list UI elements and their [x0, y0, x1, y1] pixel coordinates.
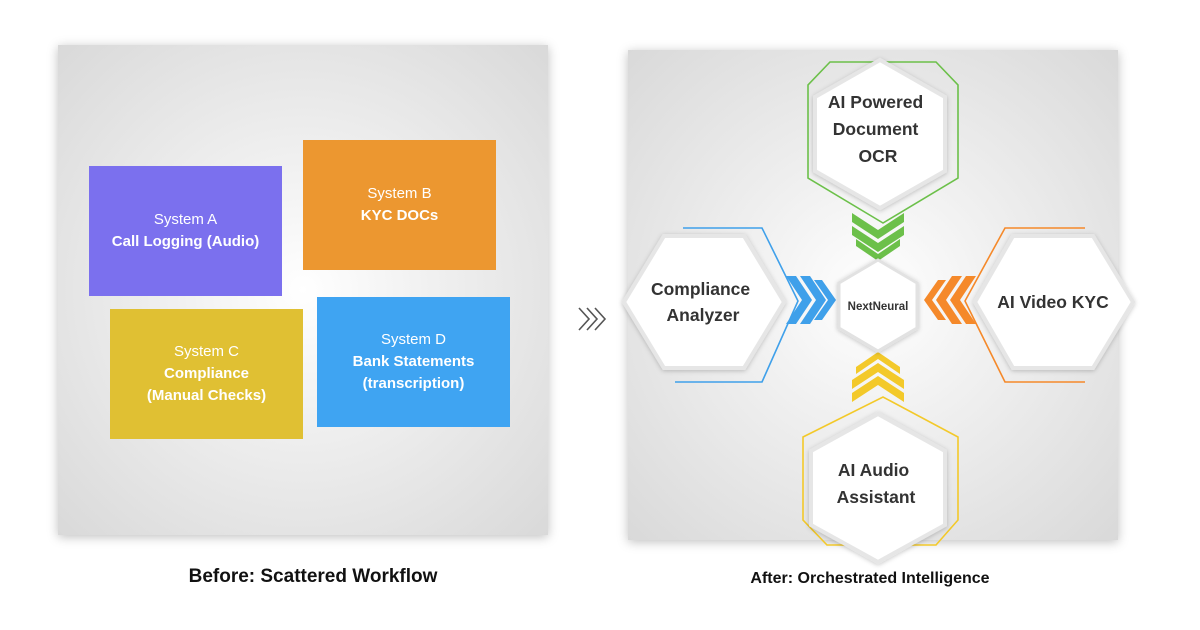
bottom-node-hex [809, 411, 947, 565]
system-c-box: System C Compliance (Manual Checks) [110, 309, 303, 439]
center-node-label: NextNeural [848, 301, 909, 313]
right-node-outline [964, 227, 1085, 383]
center-node-nextneural: NextNeural [837, 258, 919, 353]
bottom-node-label-line1: AI Audio [838, 460, 909, 480]
system-c-desc-line1: Compliance [163, 365, 250, 382]
left-node-label-line2: Analyzer [667, 305, 740, 325]
top-node-label-line3: OCR [859, 146, 898, 166]
right-node-hex [972, 234, 1136, 370]
system-b-desc: KYC DOCs [360, 207, 439, 224]
system-d-desc-line2: (transcription) [362, 375, 465, 392]
before-panel: System A Call Logging (Audio) System B K… [58, 45, 548, 535]
system-b-name: System B [367, 185, 432, 202]
svg-text:AI Video KYC: AI Video KYC [997, 292, 1109, 312]
system-a-desc: Call Logging (Audio) [111, 233, 260, 250]
system-a-box: System A Call Logging (Audio) [89, 166, 282, 296]
left-node-outline [675, 227, 799, 383]
system-b-box: System B KYC DOCs [303, 140, 496, 270]
top-node-label-line1: AI Powered [828, 92, 923, 112]
right-node-video-kyc: AI Video KYC [924, 227, 1136, 383]
system-d-name: System D [380, 331, 446, 348]
bottom-node-label-line2: Assistant [837, 487, 916, 507]
system-c-name: System C [173, 343, 239, 360]
system-d-box: System D Bank Statements (transcription) [317, 297, 510, 427]
top-node-outline [807, 61, 959, 224]
bottom-node-audio: AI Audio Assistant [802, 352, 959, 565]
system-c-desc-line2: (Manual Checks) [146, 387, 267, 404]
system-a-name: System A [153, 211, 218, 228]
center-node-hex [837, 258, 919, 353]
left-chevrons-icon [786, 276, 836, 324]
top-node-hex [813, 57, 947, 211]
left-node-hex [621, 234, 787, 370]
right-chevrons-icon [924, 276, 976, 324]
bottom-chevrons-icon [852, 352, 904, 402]
svg-text:Compliance Analyzer: Compliance Analyzer [651, 279, 755, 325]
bottom-node-outline [802, 396, 959, 546]
right-node-label: AI Video KYC [997, 292, 1109, 312]
triple-chevron-right-icon [578, 307, 607, 331]
after-caption: After: Orchestrated Intelligence [750, 570, 990, 587]
top-chevrons-icon [852, 213, 904, 261]
left-node-label-line1: Compliance [651, 279, 750, 299]
before-caption: Before: Scattered Workflow [188, 566, 438, 587]
left-node-compliance: Compliance Analyzer [621, 227, 836, 383]
top-node-label-line2: Document [833, 119, 919, 139]
svg-text:AI Powered Document: AI Powered Document OCR [828, 92, 928, 166]
svg-text:AI Audio Assistant: AI Audio Assistant [837, 460, 916, 507]
system-d-desc-line1: Bank Statements [352, 353, 475, 370]
top-node-ocr: AI Powered Document OCR [807, 57, 959, 261]
